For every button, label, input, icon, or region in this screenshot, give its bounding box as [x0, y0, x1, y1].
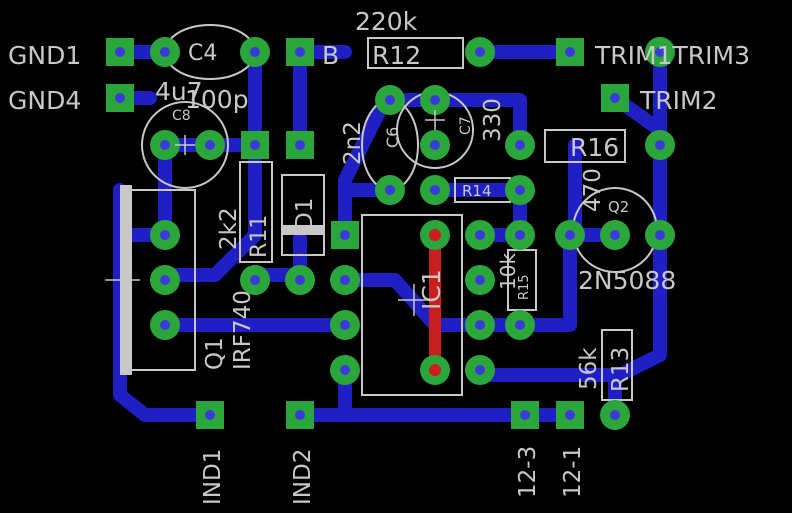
- label-r15-name: R15: [517, 274, 532, 300]
- label-r11-name: R11: [247, 215, 272, 258]
- label-r13-name: R13: [608, 347, 634, 392]
- label-b: B: [322, 41, 339, 70]
- label-r15-value: 10k: [496, 253, 520, 290]
- label-r12-name: R12: [372, 41, 421, 70]
- label-gnd1: GND1: [8, 41, 81, 70]
- label-q1-value: IRF740: [230, 290, 256, 370]
- r13-outline: [601, 329, 633, 401]
- pad-ic-red-a: [429, 229, 441, 241]
- r12-outline: [367, 37, 464, 69]
- label-q1-name: Q1: [202, 337, 228, 370]
- label-c8-name: C8: [172, 108, 191, 124]
- trace-r11-top: [158, 138, 262, 282]
- label-d1-name: D1: [292, 198, 318, 230]
- r16-outline: [544, 129, 626, 163]
- label-ind1: IND1: [200, 449, 226, 505]
- label-trim1-trim3: TRIM1TRIM3: [594, 41, 750, 70]
- label-gnd4: GND4: [8, 86, 81, 115]
- label-r13-value: 56k: [576, 347, 602, 390]
- silkscreen-outlines: [124, 24, 658, 401]
- label-c7-value: 330: [480, 98, 506, 142]
- label-r11-value: 2k2: [216, 207, 242, 250]
- trace-ic-left: [338, 273, 487, 332]
- label-12-1: 12-1: [560, 446, 586, 498]
- trace-q2-right: [473, 228, 667, 382]
- label-ind2: IND2: [290, 449, 316, 505]
- label-c8-value: 100p: [185, 85, 249, 114]
- r11-outline: [239, 161, 273, 263]
- label-r16-value: 470: [580, 168, 606, 212]
- label-trim2: TRIM2: [639, 86, 718, 115]
- pad-ic-red-b: [429, 364, 441, 376]
- label-q2-name: Q2: [608, 198, 629, 216]
- d1-outline: [281, 174, 325, 256]
- label-r14-name: R14: [462, 182, 492, 200]
- label-r12-value: 220k: [355, 7, 418, 36]
- r15-outline: [507, 249, 537, 311]
- ic1-outline: [361, 214, 463, 396]
- origin-marks: [105, 110, 445, 316]
- c8-outline: [141, 101, 229, 189]
- label-q2-value: 2N5088: [578, 266, 676, 295]
- label-c4-value: 4u7: [155, 77, 203, 106]
- label-c4-name: C4: [188, 41, 217, 66]
- label-12-3: 12-3: [515, 446, 541, 498]
- label-ic1-name: IC1: [417, 269, 446, 310]
- label-r16-name: R16: [570, 133, 619, 162]
- label-c6-value: 2n2: [340, 121, 366, 165]
- label-c6-name: C6: [383, 127, 402, 148]
- pad-holes: [115, 47, 665, 420]
- d1-band: [282, 225, 324, 235]
- label-c7-name: C7: [458, 116, 474, 135]
